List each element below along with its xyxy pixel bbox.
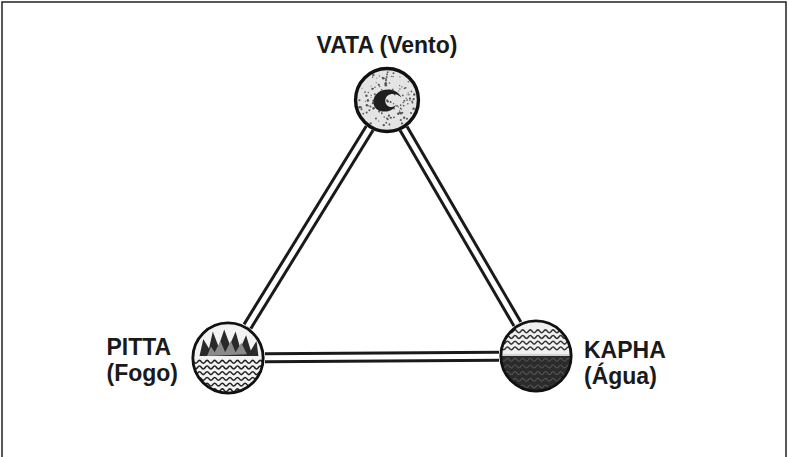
dosha-label: KAPHA (Água) (584, 337, 665, 390)
bar-line (265, 356, 499, 358)
dosha-circle: PITTA (Fogo) (190, 320, 266, 396)
dosha-label: PITTA (Fogo) (106, 334, 178, 387)
double-bar-connector (265, 356, 499, 358)
double-bar-connector (404, 129, 518, 325)
bar-line (265, 356, 499, 358)
bar-line (404, 129, 518, 325)
bar-line (404, 129, 518, 325)
dosha-circle: VATA (Vento) (353, 66, 421, 134)
dosha-illustration (498, 318, 574, 394)
double-bar-connector (247, 128, 369, 326)
dosha-illustration (190, 320, 266, 396)
bar-line (247, 128, 369, 326)
bar-line (247, 128, 369, 326)
dosha-label: VATA (Vento) (317, 32, 458, 58)
dosha-illustration (353, 66, 421, 134)
dosha-circle: KAPHA (Água) (498, 318, 574, 394)
